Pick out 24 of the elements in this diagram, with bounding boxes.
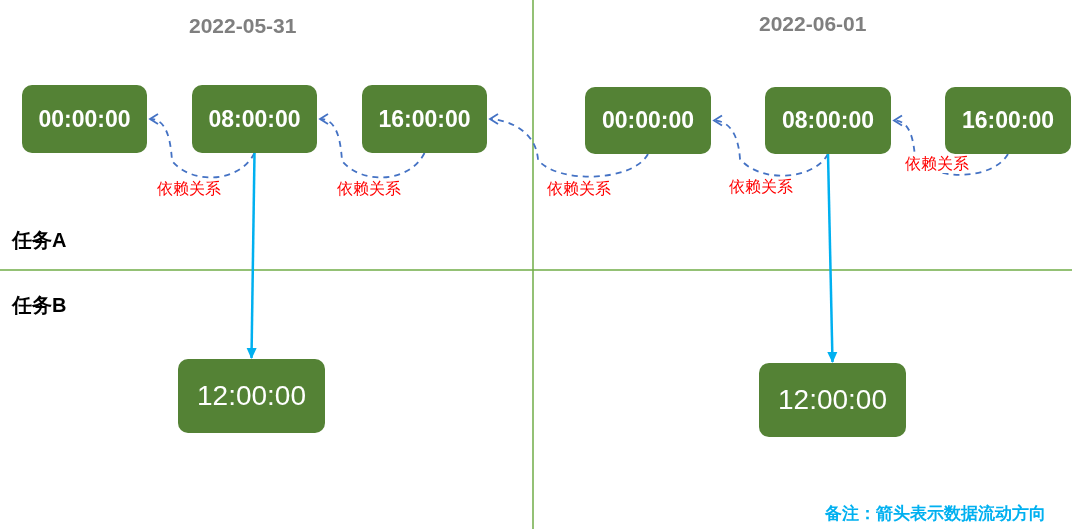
time-box: 08:00:00	[192, 85, 317, 153]
time-box: 12:00:00	[759, 363, 906, 437]
arrow	[319, 113, 426, 179]
arrow	[713, 115, 829, 177]
edge-label: 依赖关系	[157, 180, 221, 198]
edge-label: 依赖关系	[729, 178, 793, 196]
time-box: 16:00:00	[945, 87, 1071, 154]
time-box: 16:00:00	[362, 85, 487, 153]
arrow	[149, 113, 256, 179]
date-heading: 2022-06-01	[759, 12, 867, 36]
time-box: 00:00:00	[585, 87, 711, 154]
row-label: 任务A	[12, 228, 67, 253]
row-label: 任务B	[12, 293, 67, 318]
date-heading: 2022-05-31	[189, 14, 297, 38]
arrow	[246, 153, 257, 359]
time-box: 12:00:00	[178, 359, 325, 433]
edge-label: 依赖关系	[905, 155, 969, 173]
note: 备注：箭头表示数据流动方向	[825, 503, 1046, 525]
edge-label: 依赖关系	[547, 180, 611, 198]
time-box: 00:00:00	[22, 85, 147, 153]
edge-label: 依赖关系	[337, 180, 401, 198]
time-box: 08:00:00	[765, 87, 891, 154]
arrow	[489, 113, 649, 178]
arrow	[826, 153, 838, 363]
